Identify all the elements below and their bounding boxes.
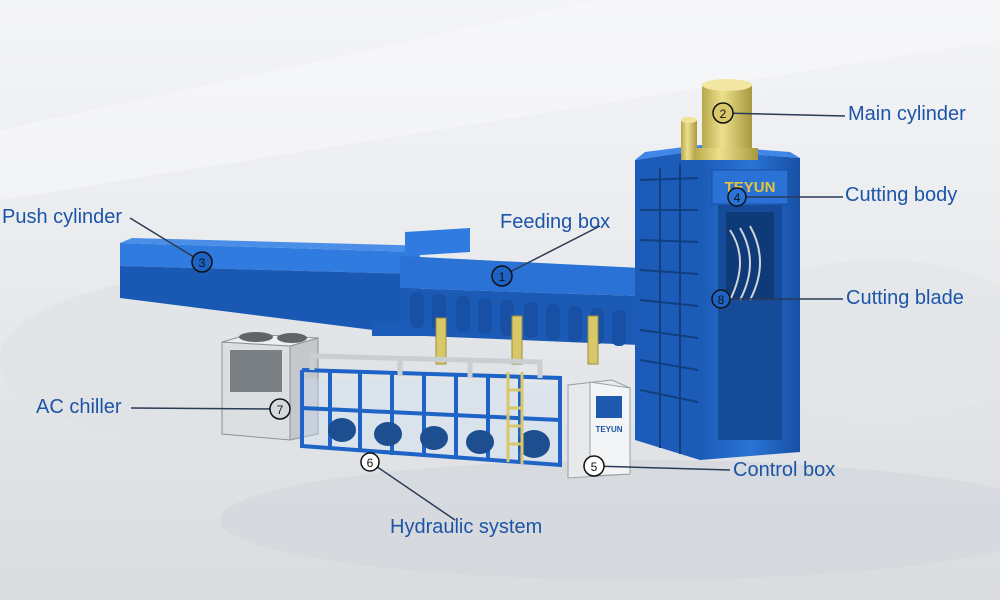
- svg-text:5: 5: [591, 460, 598, 474]
- main-cylinder: [681, 79, 758, 160]
- marker-feeding-box: 1: [491, 265, 513, 287]
- marker-control-box: 5: [583, 455, 605, 477]
- cutting-body-label: Cutting body: [845, 184, 958, 206]
- hydraulic-system-label: Hydraulic system: [390, 516, 543, 538]
- svg-text:8: 8: [718, 293, 725, 307]
- marker-cutting-blade: 8: [711, 289, 731, 309]
- svg-text:3: 3: [199, 256, 206, 270]
- svg-text:2: 2: [720, 107, 727, 121]
- svg-text:1: 1: [499, 270, 506, 284]
- hydraulic-system: [300, 353, 562, 468]
- svg-text:6: 6: [367, 456, 374, 470]
- svg-text:4: 4: [734, 191, 741, 205]
- leader-lines: [129, 112, 846, 521]
- background-shape: [0, 0, 1000, 200]
- svg-text:7: 7: [277, 403, 284, 417]
- marker-cutting-body: 4: [727, 187, 747, 207]
- cutting-blade-label: Cutting blade: [846, 287, 964, 309]
- push-cylinder-label: Push cylinder: [2, 206, 123, 228]
- marker-hydraulic-system: 6: [360, 452, 380, 472]
- background-shape: [220, 460, 1000, 580]
- marker-ac-chiller: 7: [269, 398, 291, 420]
- control-box: TEYUN: [567, 379, 631, 479]
- feeding-box-label: Feeding box: [500, 211, 611, 233]
- control-box-logo: TEYUN: [595, 425, 622, 434]
- marker-push-cylinder: 3: [191, 251, 213, 273]
- marker-main-cylinder: 2: [712, 102, 734, 124]
- cutting-body: TEYUN: [635, 145, 800, 460]
- control-box-label: Control box: [733, 459, 836, 481]
- ac-chiller-label: AC chiller: [36, 396, 122, 418]
- main-cylinder-label: Main cylinder: [848, 103, 966, 125]
- feeding-box: [372, 228, 640, 365]
